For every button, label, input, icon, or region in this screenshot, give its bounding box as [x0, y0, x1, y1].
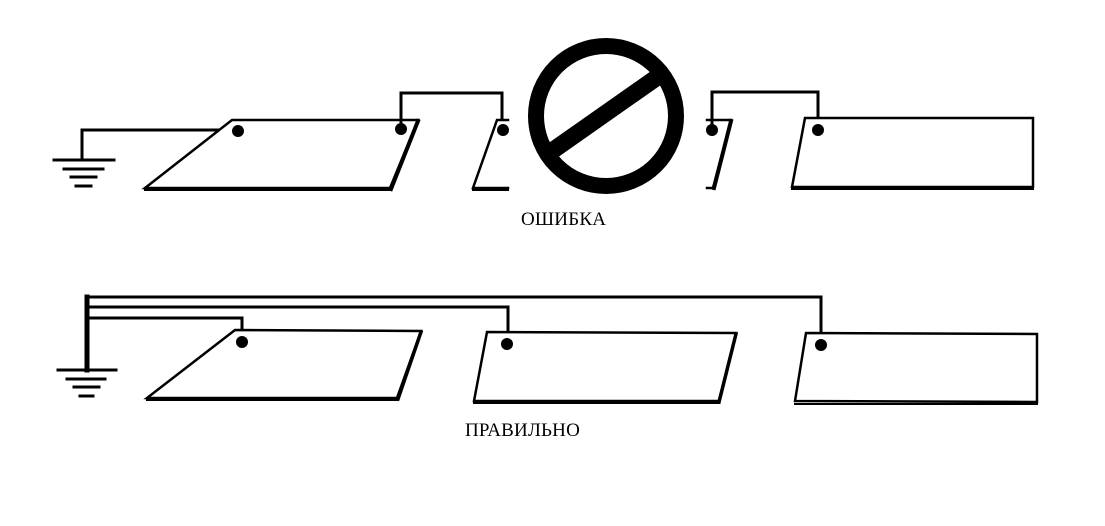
plate-1 — [141, 118, 421, 192]
no-entry-icon — [528, 38, 684, 194]
ground-wire-plate-1 — [85, 316, 244, 343]
plate-2 — [472, 330, 739, 405]
plate-2 — [471, 118, 510, 191]
plate-1 — [143, 328, 424, 402]
plate-3 — [793, 331, 1039, 405]
ground-wire-plate-3 — [85, 295, 823, 347]
ground-icon — [56, 368, 118, 398]
jumper-wire — [399, 91, 504, 131]
top-row-error — [52, 38, 1035, 194]
correct-label: ПРАВИЛЬНО — [465, 420, 581, 441]
error-label: ОШИБКА — [521, 209, 607, 230]
jumper-wire — [710, 90, 820, 132]
bottom-row-correct — [56, 294, 1039, 405]
plate-3 — [705, 118, 734, 191]
ground-wire — [80, 128, 239, 162]
plate-4 — [790, 116, 1035, 190]
ground-icon — [52, 158, 116, 188]
